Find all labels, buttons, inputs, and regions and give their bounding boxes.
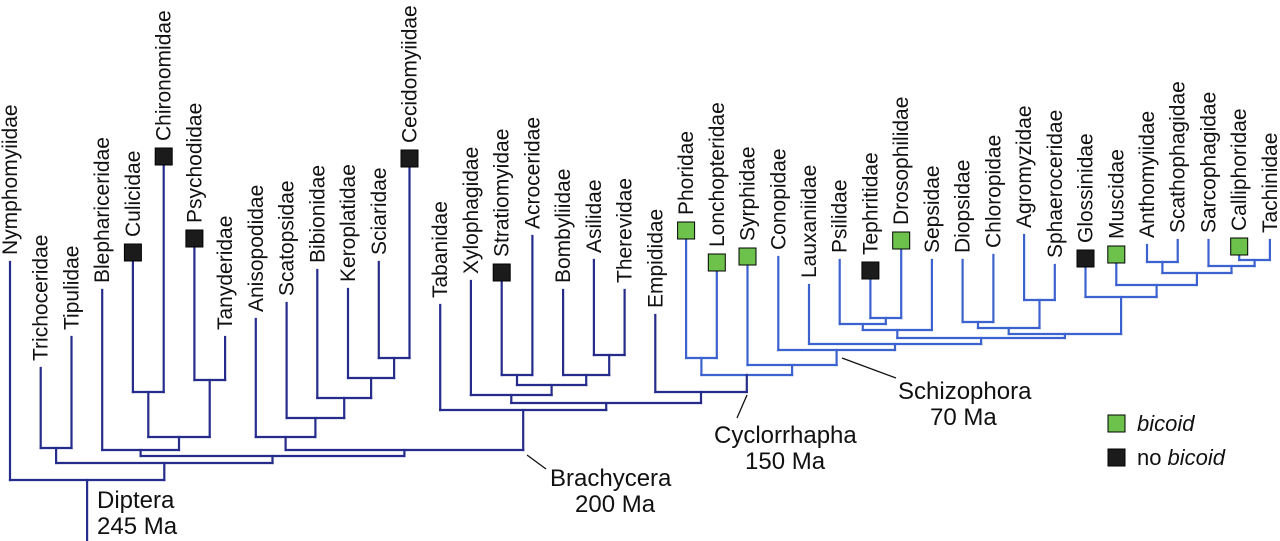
- brachycera-leader: [526, 454, 547, 470]
- diptera-name: Diptera: [97, 487, 175, 514]
- taxon-label-trichoceridae: Trichoceridae: [30, 235, 53, 361]
- taxon-label-calliphoridae: Calliphoridae: [1228, 108, 1251, 231]
- bicoid-legend-label: bicoid: [1137, 411, 1195, 436]
- taxon-label-lonchopteridae: Lonchopteridae: [706, 102, 729, 247]
- taxon-label-scathophagidae: Scathophagidae: [1167, 81, 1190, 233]
- taxon-label-glossinidae: Glossinidae: [1075, 133, 1098, 243]
- bicoid-marker-muscidae: [1107, 245, 1126, 264]
- taxon-label-sphaeroceridae: Sphaeroceridae: [1044, 110, 1067, 258]
- taxon-label-sarcophagidae: Sarcophagidae: [1198, 92, 1221, 233]
- taxon-label-culicidae: Culicidae: [122, 151, 145, 237]
- taxon-label-therevidae: Therevidae: [614, 178, 637, 283]
- taxon-label-phoridae: Phoridae: [675, 131, 698, 215]
- taxon-label-keroplatidae: Keroplatidae: [337, 164, 360, 282]
- taxon-label-psilidae: Psilidae: [829, 179, 852, 253]
- taxon-label-drosophilidae: Drosophilidae: [890, 97, 913, 225]
- taxon-label-sciaridae: Sciaridae: [368, 167, 391, 255]
- taxon-label-sepsidae: Sepsidae: [921, 165, 944, 253]
- bicoid-marker-lonchopteridae: [707, 253, 726, 272]
- tree-branches: [8, 163, 1272, 541]
- no-bicoid-term: bicoid: [1167, 445, 1225, 470]
- schizophora-node-label: Schizophora 70 Ma: [898, 378, 1032, 431]
- no-bicoid-marker-psychodidae: [185, 229, 204, 248]
- taxon-label-acroceridae: Acroceridae: [521, 117, 544, 229]
- taxon-label-bombyliidae: Bombyliidae: [552, 169, 575, 283]
- schizophora-age: 70 Ma: [930, 404, 997, 431]
- schizophora-leader: [841, 357, 897, 379]
- taxon-label-tachinidae: Tachinidae: [1259, 133, 1280, 233]
- brachycera-node-label: Brachycera 200 Ma: [550, 465, 672, 518]
- bicoid-markers: [123, 147, 1249, 282]
- brachycera-name: Brachycera: [550, 465, 672, 492]
- no-bicoid-marker-chironomidae: [154, 147, 173, 166]
- taxon-label-blephariceridae: Blephariceridae: [91, 137, 114, 283]
- diptera-age: 245 Ma: [97, 513, 178, 540]
- no-bicoid-marker-cecidomyiidae: [400, 149, 419, 168]
- taxon-label-xylophagidae: Xylophagidae: [460, 147, 483, 274]
- cyclorrhapha-node-label: Cyclorrhapha 150 Ma: [714, 422, 857, 475]
- no-bicoid-marker-stratiomyidae: [492, 263, 511, 282]
- no-bicoid-marker-tephritidae: [861, 261, 880, 280]
- taxon-label-muscidae: Muscidae: [1105, 149, 1128, 239]
- taxon-label-nymphomyiidae: Nymphomyiidae: [0, 104, 22, 255]
- schizophora-name: Schizophora: [898, 378, 1032, 405]
- taxon-label-tephritidae: Tephritidae: [859, 152, 882, 255]
- taxon-label-empididae: Empididae: [644, 209, 667, 308]
- no-bicoid-marker-culicidae: [123, 243, 142, 262]
- bicoid-marker-drosophilidae: [892, 231, 911, 250]
- no-bicoid-legend-swatch: [1107, 448, 1126, 467]
- taxon-label-bibionidae: Bibionidae: [306, 165, 329, 263]
- diptera-node-label: Diptera 245 Ma: [97, 487, 178, 540]
- taxon-label-asilidae: Asilidae: [583, 179, 606, 253]
- taxon-label-tipulidae: Tipulidae: [61, 246, 84, 330]
- taxon-label-conopidae: Conopidae: [767, 148, 790, 250]
- bicoid-marker-calliphoridae: [1230, 237, 1249, 256]
- taxon-label-syrphidae: Syrphidae: [737, 146, 760, 241]
- taxon-label-tabanidae: Tabanidae: [429, 201, 452, 298]
- taxon-label-stratiomyidae: Stratiomyidae: [491, 129, 514, 257]
- taxon-label-anisopodidae: Anisopodidae: [245, 185, 268, 312]
- brachycera-age: 200 Ma: [575, 491, 656, 518]
- no-bicoid-marker-glossinidae: [1076, 249, 1095, 268]
- bicoid-marker-phoridae: [677, 221, 696, 240]
- taxon-label-scatopsidae: Scatopsidae: [276, 180, 299, 296]
- taxon-label-chloropidae: Chloropidae: [982, 135, 1005, 248]
- taxon-label-lauxaniidae: Lauxaniidae: [798, 165, 821, 278]
- taxon-label-psychodidae: Psychodidae: [183, 103, 206, 223]
- taxon-label-tanyderidae: Tanyderidae: [214, 216, 237, 330]
- cyclorrhapha-name: Cyclorrhapha: [714, 422, 857, 449]
- bicoid-marker-syrphidae: [738, 247, 757, 266]
- taxon-label-chironomidae: Chironomidae: [153, 10, 176, 141]
- cyclorrhapha-age: 150 Ma: [745, 448, 826, 475]
- taxon-label-diopsidae: Diopsidae: [952, 160, 975, 253]
- taxon-label-agromyzidae: Agromyzidae: [1013, 105, 1036, 228]
- bicoid-legend-swatch: [1107, 414, 1126, 433]
- taxon-label-anthomyiidae: Anthomyiidae: [1136, 111, 1159, 238]
- taxon-label-cecidomyiidae: Cecidomyiidae: [399, 5, 422, 143]
- cyclorrhapha-leader: [736, 394, 748, 419]
- no-bicoid-prefix: no: [1137, 445, 1161, 470]
